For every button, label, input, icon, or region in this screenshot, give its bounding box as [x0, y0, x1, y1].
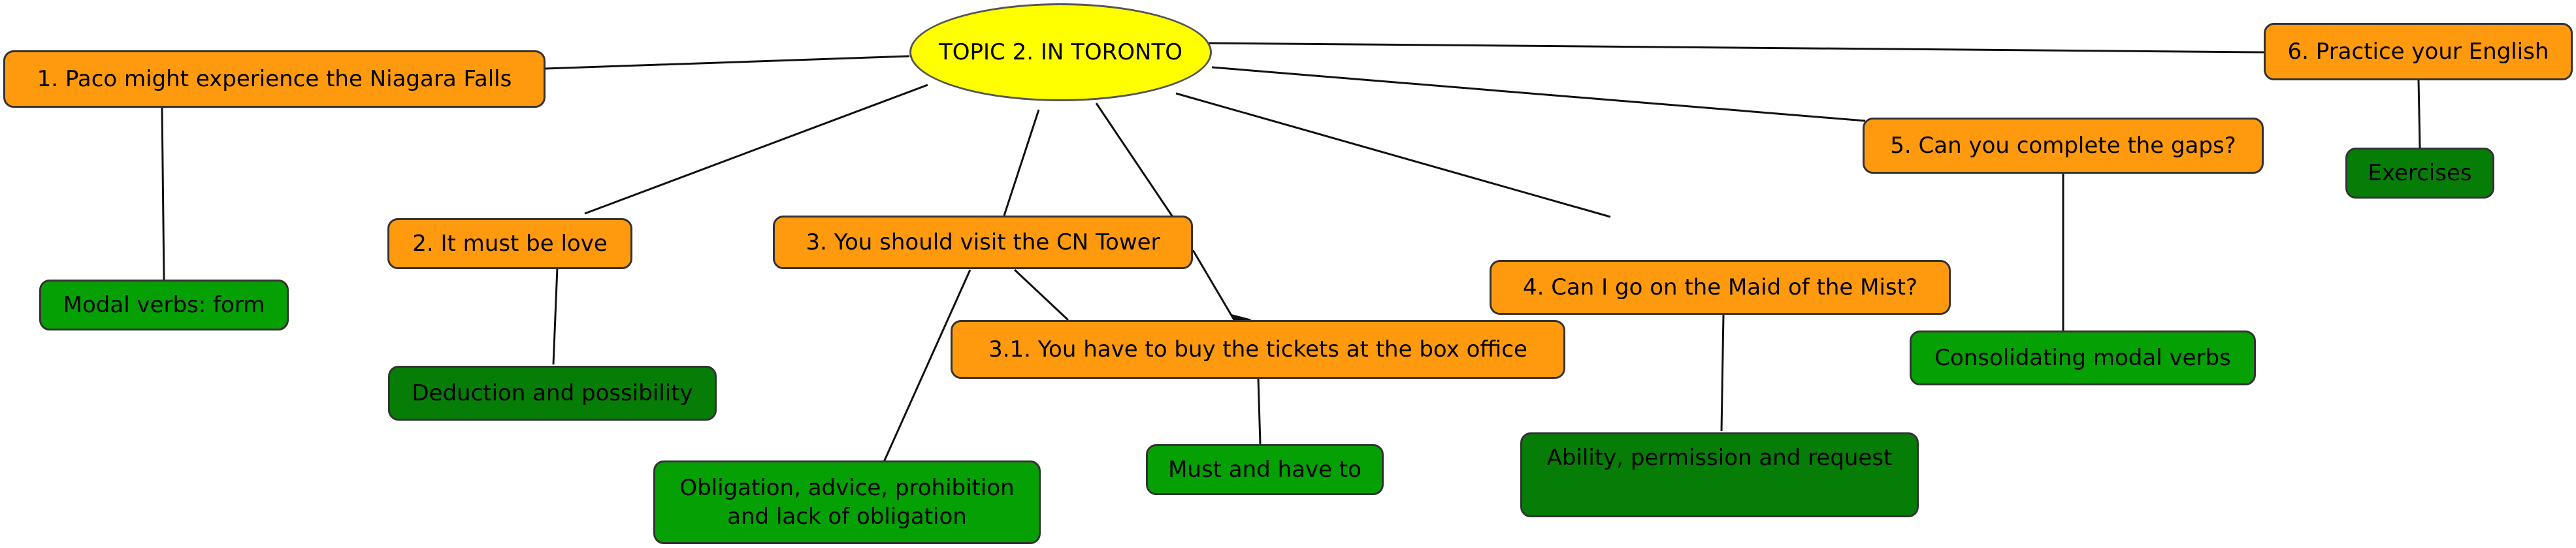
section-5-node[interactable]: 5. Can you complete the gaps? [1863, 118, 2264, 174]
link-topic-s2 [584, 84, 928, 215]
link-s4-sub [1720, 314, 1725, 432]
link-topic-s31 [1095, 103, 1174, 218]
section-3-1-node[interactable]: 3.1. You have to buy the tickets at the … [951, 320, 1565, 379]
section-2-node[interactable]: 2. It must be love [387, 218, 632, 269]
section-4-node[interactable]: 4. Can I go on the Maid of the Mist? [1490, 260, 1951, 315]
subtopic-deduction-possibility[interactable]: Deduction and possibility [388, 366, 717, 421]
subtopic-must-have-to[interactable]: Must and have to [1146, 444, 1384, 495]
subtopic-modal-verbs-form[interactable]: Modal verbs: form [39, 280, 289, 330]
link-s6-sub [2417, 80, 2421, 148]
link-s1-sub [161, 107, 165, 280]
link-s3-sub [883, 269, 971, 462]
topic-node[interactable]: TOPIC 2. IN TORONTO [909, 3, 1212, 101]
link-topic-s6 [1208, 42, 2264, 54]
subtopic-obligation-advice[interactable]: Obligation, advice, prohibition and lack… [653, 460, 1041, 544]
link-s3-s31-b [1192, 250, 1235, 319]
link-s2-sub [552, 267, 559, 365]
link-s31-sub [1257, 378, 1262, 445]
link-s3-s31-a [1013, 268, 1069, 321]
section-3-node[interactable]: 3. You should visit the CN Tower [773, 216, 1193, 269]
subtopic-exercises[interactable]: Exercises [2345, 148, 2494, 199]
link-topic-s5 [1211, 66, 1866, 122]
link-topic-s1 [545, 55, 910, 70]
subtopic-ability-permission[interactable]: Ability, permission and request [1520, 432, 1919, 517]
link-topic-s4 [1175, 92, 1611, 218]
section-1-node[interactable]: 1. Paco might experience the Niagara Fal… [3, 50, 546, 108]
link-topic-s3 [1003, 109, 1040, 216]
section-6-node[interactable]: 6. Practice your English [2264, 23, 2573, 80]
subtopic-consolidating-modal-verbs[interactable]: Consolidating modal verbs [1910, 330, 2256, 385]
